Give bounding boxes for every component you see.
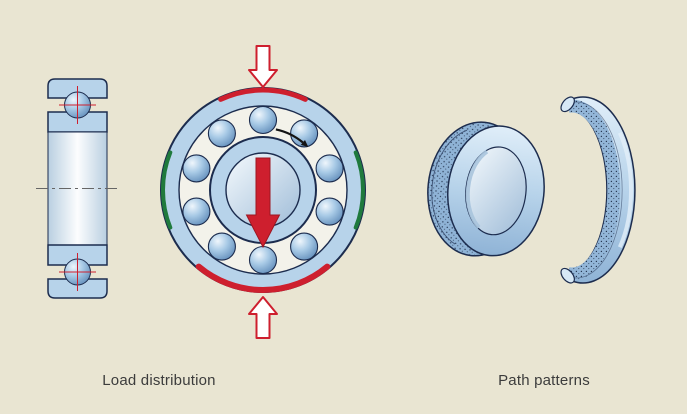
load-zone-arc-left	[161, 150, 173, 230]
inner-ring-bore-wall-shading	[465, 149, 489, 229]
load-zone-arc-top	[218, 87, 308, 102]
load-zone-arc-right	[353, 150, 365, 230]
outer-ring-cut-face-top	[560, 96, 575, 113]
outer-ring-raceway-edge	[569, 101, 623, 279]
ball	[315, 197, 344, 226]
ball	[207, 119, 236, 148]
outer-ring-cut-face-bottom	[560, 267, 575, 284]
ball	[207, 232, 236, 261]
outer-ring-path-pattern-stipple	[567, 99, 621, 281]
outer-ring-highlight	[617, 131, 634, 249]
ball	[182, 197, 211, 226]
ball	[248, 245, 278, 275]
rotation-arrow-icon	[275, 128, 309, 147]
ball-set	[182, 105, 344, 275]
ball-crosshair-bottom	[59, 253, 96, 291]
path-patterns-label: Path patterns	[498, 372, 590, 389]
bearing-cross-section-figure	[36, 78, 119, 299]
radial-load-arrow-icon	[245, 157, 281, 249]
outer-ring-path-pattern-figure	[560, 96, 636, 284]
load-arrow-bottom-icon	[248, 296, 278, 339]
ball	[315, 154, 344, 183]
load-zone-arc-bottom	[195, 263, 331, 293]
load-arrow-top-icon	[248, 45, 278, 88]
ball	[290, 232, 319, 261]
bearing-front-view-figure	[160, 45, 366, 339]
inner-ring-bore-hole	[465, 146, 527, 236]
ball	[248, 105, 278, 135]
ball	[182, 154, 211, 183]
outer-ring-shell	[562, 96, 636, 284]
load-distribution-label: Load distribution	[102, 372, 216, 389]
inner-ring-groove-line	[431, 129, 468, 245]
inner-ring-path-pattern-figure	[427, 121, 545, 257]
ball-crosshair-top	[59, 86, 96, 124]
